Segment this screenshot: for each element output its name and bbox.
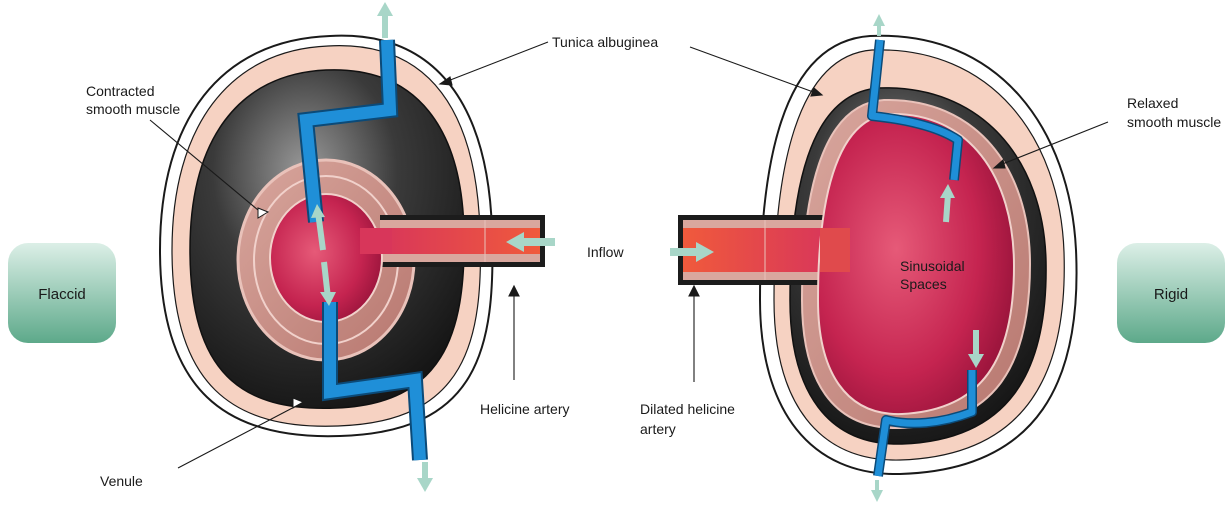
flaccid-label: Flaccid	[38, 286, 86, 303]
rigid-label: Rigid	[1154, 286, 1188, 303]
rigid-cross-section	[670, 14, 1077, 502]
tunica-albuginea-label: Tunica albuginea	[552, 34, 658, 50]
flaccid-cross-section	[160, 2, 555, 492]
dilated-helicine-label-line1: Dilated helicine	[640, 401, 735, 417]
sinusoidal-spaces-label-line1: Sinusoidal	[900, 258, 965, 274]
sinusoidal-spaces-label-line2: Spaces	[900, 276, 947, 292]
relaxed-muscle-label-line1: Relaxed	[1127, 95, 1178, 111]
contracted-muscle-label-line2: smooth muscle	[86, 101, 180, 117]
venule-label: Venule	[100, 473, 143, 489]
relaxed-muscle-label-line2: smooth muscle	[1127, 114, 1221, 130]
contracted-muscle-label-line1: Contracted	[86, 83, 154, 99]
flaccid-state-box: Flaccid	[8, 243, 116, 343]
rigid-state-box: Rigid	[1117, 243, 1225, 343]
helicine-artery-label: Helicine artery	[480, 401, 569, 417]
dilated-helicine-label-line2: artery	[640, 421, 676, 437]
inflow-label: Inflow	[587, 244, 624, 260]
